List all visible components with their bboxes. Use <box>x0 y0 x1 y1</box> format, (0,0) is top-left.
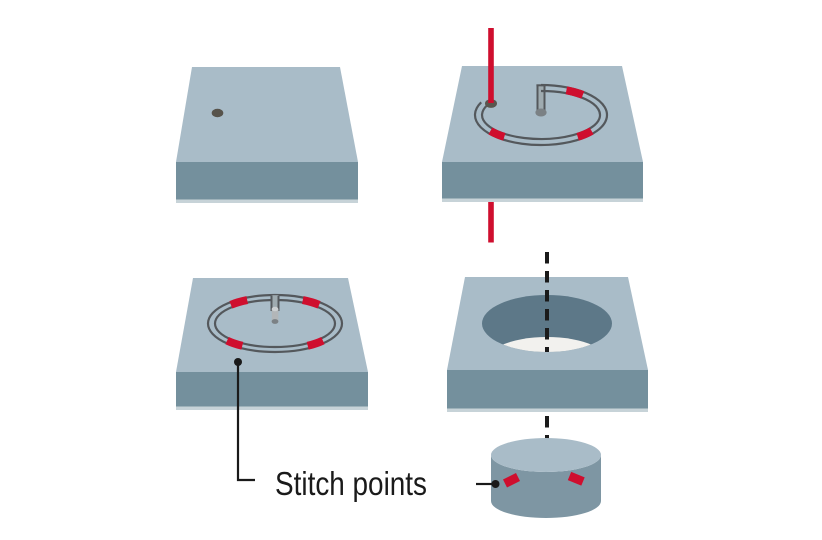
cut-kerf-outer <box>206 293 344 354</box>
center-pin-bottom <box>271 319 279 324</box>
step2-wire-cutting <box>442 28 643 243</box>
slab-top-face <box>176 278 368 372</box>
slug-disc-top <box>491 438 601 472</box>
stitch-segment <box>229 296 249 309</box>
center-pin-top <box>271 306 279 312</box>
slab-bottom-edge <box>442 198 643 202</box>
lead-in-slot <box>537 85 545 111</box>
callout-anchor-dot <box>491 480 500 488</box>
center-pin <box>271 309 279 322</box>
step1-plate-with-pilot-hole <box>176 67 358 203</box>
step3-finished-contour <box>176 278 368 482</box>
lead-in-hole <box>535 108 547 117</box>
slab-front-face <box>447 370 648 412</box>
stitch-segment <box>576 127 594 141</box>
callout-leader-line <box>236 362 255 482</box>
stitch-points-label: Stitch points <box>275 465 427 502</box>
stitch-segment <box>567 471 585 486</box>
slab-top-face <box>176 67 358 162</box>
stitch-segment <box>301 296 321 309</box>
wire-entry-hole <box>485 99 497 108</box>
step4-slug-removal <box>447 252 648 518</box>
slab-front-face <box>442 162 643 202</box>
stitch-segment <box>306 336 325 350</box>
stitch-segment <box>488 127 506 141</box>
stitch-segment <box>502 472 521 488</box>
pilot-hole <box>211 108 224 118</box>
slab-bottom-edge <box>176 199 358 203</box>
cut-kerf-inner <box>480 89 602 141</box>
stitch-segment <box>225 336 244 350</box>
cut-kerf-outer <box>473 83 609 147</box>
lead-in-slot <box>271 295 279 313</box>
slab-bottom-edge <box>447 408 648 412</box>
slab-front-face <box>176 162 358 203</box>
slab-bottom-edge <box>176 406 368 410</box>
slab-front-face <box>176 372 368 410</box>
stitch-segment <box>565 86 585 99</box>
cutout-hole-wall <box>482 295 612 352</box>
slug-disc-side <box>491 455 601 518</box>
